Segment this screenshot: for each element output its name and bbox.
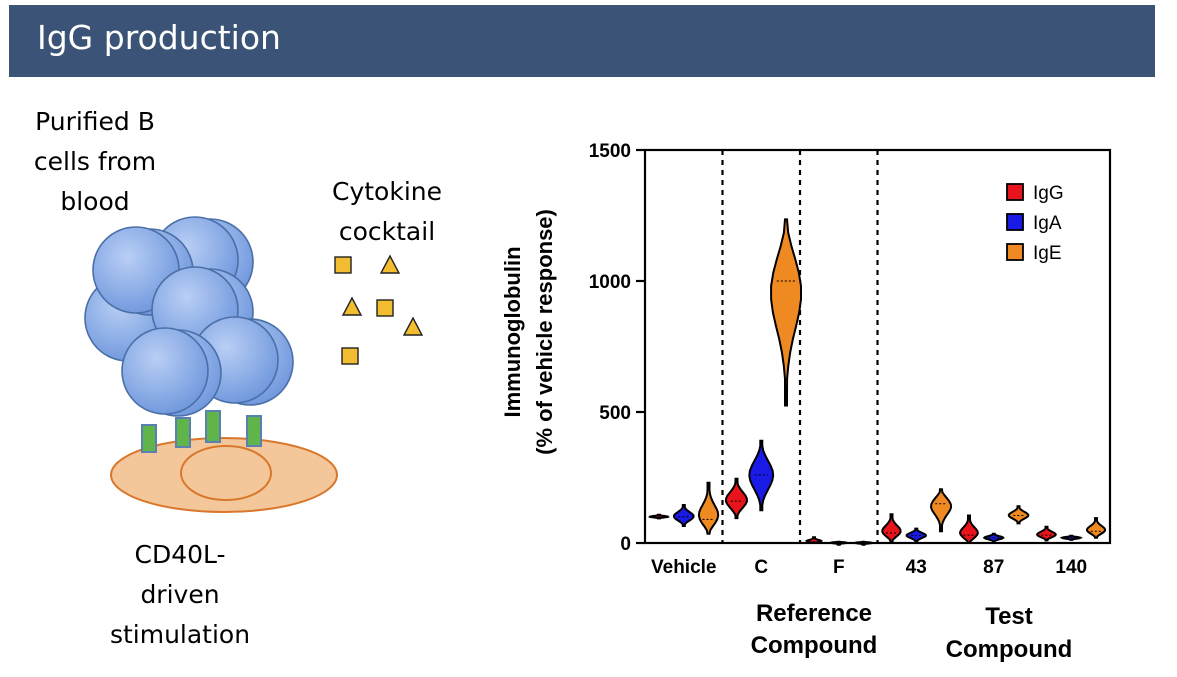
x-tick-label: Vehicle xyxy=(651,557,717,578)
x-tick-label: C xyxy=(754,557,768,578)
violin-ige xyxy=(1007,505,1030,525)
violin-igg xyxy=(958,514,979,544)
violin-ige xyxy=(1085,517,1107,539)
b-cells-caption: Purified B cells from blood xyxy=(15,102,175,222)
b-cell-cluster xyxy=(84,216,294,417)
cytokine-square xyxy=(334,256,352,274)
cytokine-caption: Cytokine cocktail xyxy=(312,172,462,252)
y-axis-title-sub: (% of vehicle response) xyxy=(532,209,557,455)
violin-igg xyxy=(724,477,749,520)
violin-ige xyxy=(697,481,720,535)
cd40l-receptor xyxy=(175,417,191,448)
x-tick-label: 87 xyxy=(983,557,1004,578)
b-cells-caption-line: blood xyxy=(60,187,130,216)
x-tick-label: F xyxy=(833,557,845,578)
legend-label: IgA xyxy=(1033,213,1062,234)
b-cell xyxy=(121,327,209,415)
stromal-cell-nucleus xyxy=(180,445,272,501)
y-tick-label: 1500 xyxy=(589,141,631,162)
x-tick-label: 43 xyxy=(906,557,927,578)
violin-iga xyxy=(673,504,695,527)
y-tick-label: 1000 xyxy=(589,272,631,293)
y-axis-title: Immunoglobulin xyxy=(500,246,525,417)
violin-ige xyxy=(770,218,802,407)
legend-swatch-igg xyxy=(1006,183,1024,201)
stimulation-caption-line: driven xyxy=(140,580,220,609)
b-cells-caption-line: Purified B xyxy=(35,107,155,136)
x-tick-label: 140 xyxy=(1055,557,1087,578)
category-dividers xyxy=(721,150,879,543)
legend-swatch-iga xyxy=(1006,213,1024,231)
violin-igg xyxy=(1035,525,1057,542)
x-ticks: Vehicle C F 43 87 140 xyxy=(651,557,1087,578)
group-label-reference: Compound xyxy=(751,632,878,659)
cytokine-particles xyxy=(334,254,424,365)
cytokine-triangle xyxy=(402,316,424,336)
group-label-reference: Reference xyxy=(756,600,872,627)
cytokine-triangle xyxy=(341,296,363,316)
violin-ige xyxy=(929,488,953,533)
plot-frame xyxy=(643,148,1112,545)
violin-igg xyxy=(881,513,902,543)
y-tick-label: 500 xyxy=(599,403,631,424)
cytokine-triangle xyxy=(379,254,401,274)
violin-iga xyxy=(748,439,775,512)
b-cells-caption-line: cells from xyxy=(33,147,157,176)
violin-iga xyxy=(905,527,927,543)
cytokine-caption-line: Cytokine xyxy=(332,177,442,206)
stimulation-caption-line: CD40L- xyxy=(134,540,226,569)
b-cell-illustration xyxy=(84,216,424,513)
group-label-test: Compound xyxy=(946,636,1073,663)
stimulation-caption: CD40L- driven stimulation xyxy=(100,535,260,655)
cd40l-receptor xyxy=(246,415,262,447)
legend-label: IgE xyxy=(1033,243,1062,264)
stimulation-caption-line: stimulation xyxy=(109,620,251,649)
cd40l-receptor xyxy=(205,410,221,443)
group-label-test: Test xyxy=(985,603,1033,630)
legend-label: IgG xyxy=(1033,183,1064,204)
axes xyxy=(643,148,1112,545)
cytokine-caption-line: cocktail xyxy=(338,217,436,246)
header-banner: IgG production xyxy=(9,5,1155,77)
cytokine-square xyxy=(341,347,359,365)
cd40l-receptor xyxy=(141,424,157,453)
legend: IgG IgA IgE xyxy=(1006,183,1064,264)
legend-swatch-ige xyxy=(1006,243,1024,261)
y-ticks: 0 500 1000 1500 xyxy=(589,141,645,555)
cytokine-square xyxy=(376,299,394,317)
y-tick-label: 0 xyxy=(620,534,631,555)
page-title: IgG production xyxy=(37,18,281,57)
